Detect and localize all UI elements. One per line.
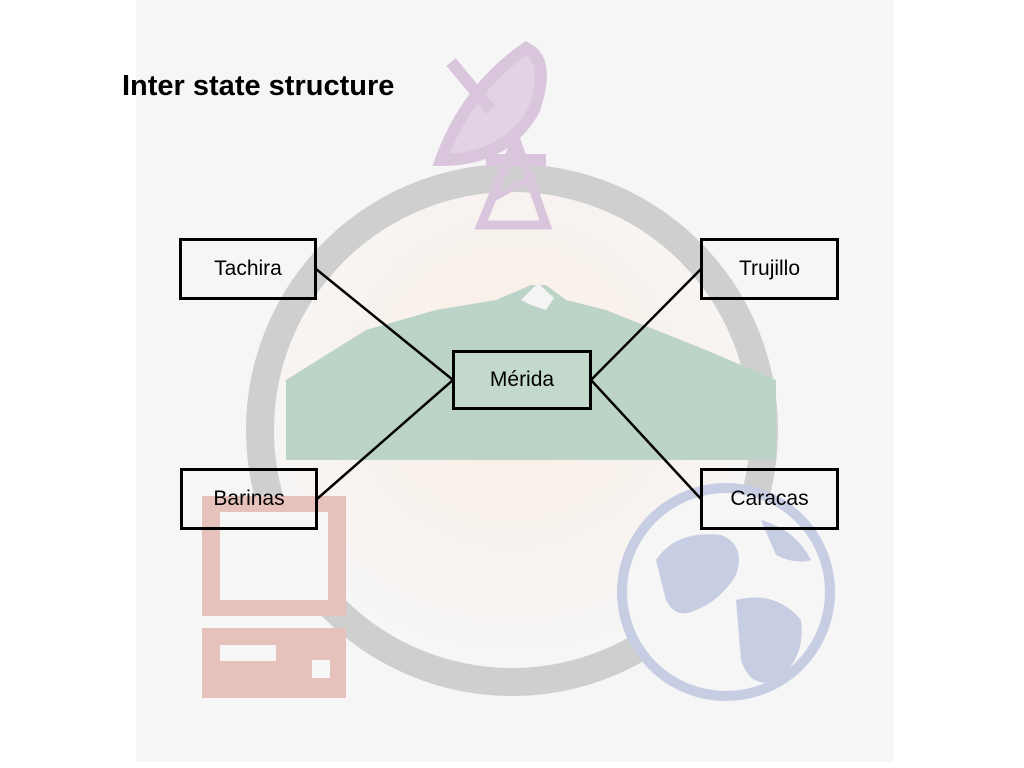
page-title: Inter state structure (122, 70, 395, 102)
computer-icon (202, 496, 346, 698)
connector-merida-trujillo (590, 268, 702, 381)
globe-icon (617, 483, 835, 701)
mountain-snow (521, 283, 554, 310)
connector-merida-caracas (590, 379, 702, 500)
mountain-icon (286, 285, 776, 460)
node-caracas: Caracas (700, 468, 839, 530)
slide-background (136, 0, 894, 762)
watermark-logo (202, 41, 835, 701)
city-skyline-icon (416, 393, 724, 460)
satellite-dish-icon (432, 41, 553, 230)
connector-barinas-merida (316, 379, 454, 500)
node-barinas: Barinas (180, 468, 318, 530)
node-merida: Mérida (452, 350, 592, 410)
node-tachira: Tachira (179, 238, 317, 300)
node-trujillo: Trujillo (700, 238, 839, 300)
connector-tachira-merida (315, 268, 454, 381)
